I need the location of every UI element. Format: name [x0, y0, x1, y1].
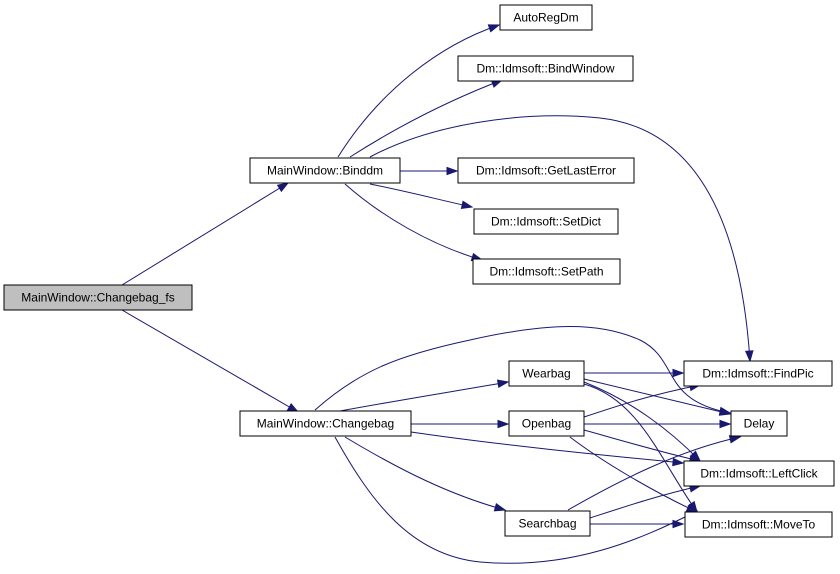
edge-wearbag-findpic: [584, 368, 685, 378]
arrowhead: [672, 519, 685, 529]
edge-binddm-getlasterror: [400, 166, 459, 176]
edge-binddm-findpic: [369, 115, 754, 363]
edge-binddm-autoregdm: [337, 24, 501, 158]
node-label: Dm::Idmsoft::BindWindow: [476, 62, 614, 76]
arrowhead: [496, 379, 510, 389]
arrowhead: [497, 419, 510, 429]
node-autoregdm[interactable]: AutoRegDm: [499, 4, 593, 31]
arrowhead: [276, 182, 290, 193]
arrowhead: [460, 200, 474, 209]
edge-changebag_fs-changebag: [121, 309, 300, 413]
node-setdict[interactable]: Dm::Idmsoft::SetDict: [473, 208, 619, 235]
node-label: Dm::Idmsoft::LeftClick: [700, 467, 818, 481]
node-searchbag[interactable]: Searchbag: [504, 510, 591, 537]
node-delay[interactable]: Delay: [730, 410, 788, 437]
node-label: Dm::Idmsoft::MoveTo: [702, 518, 816, 532]
edge-binddm-setdict: [369, 183, 474, 209]
node-label: Dm::Idmsoft::SetPath: [489, 265, 603, 279]
node-setpath[interactable]: Dm::Idmsoft::SetPath: [472, 258, 621, 285]
edge-changebag-wearbag: [339, 379, 510, 412]
arrowhead: [719, 419, 732, 429]
edge-binddm-bindwindow: [349, 79, 504, 158]
node-leftclick[interactable]: Dm::Idmsoft::LeftClick: [683, 460, 835, 487]
edge-changebag_fs-binddm: [121, 182, 290, 286]
node-label: Wearbag: [522, 367, 570, 381]
edge-wearbag-delay: [583, 378, 732, 416]
edge-changebag-openbag: [411, 419, 510, 429]
node-label: Dm::Idmsoft::SetDict: [491, 215, 602, 229]
node-bindwindow[interactable]: Dm::Idmsoft::BindWindow: [457, 55, 634, 82]
edge-binddm-setpath: [344, 183, 484, 262]
edge-changebag-leftclick: [410, 431, 685, 467]
node-label: Openbag: [522, 417, 571, 431]
arrowhead: [493, 503, 507, 512]
edge-searchbag-moveto: [590, 519, 685, 529]
node-findpic[interactable]: Dm::Idmsoft::FindPic: [683, 360, 833, 387]
node-binddm[interactable]: MainWindow::Binddm: [249, 157, 401, 184]
node-label: Delay: [744, 417, 775, 431]
edge-changebag-searchbag: [344, 436, 507, 512]
node-label: MainWindow::Changebag_fs: [21, 291, 174, 305]
node-label: Searchbag: [518, 517, 576, 531]
arrowhead: [487, 24, 501, 33]
arrowhead: [728, 435, 742, 444]
arrowhead: [672, 457, 685, 467]
edge-searchbag-leftclick: [589, 484, 702, 519]
node-openbag[interactable]: Openbag: [508, 410, 585, 437]
node-label: AutoRegDm: [513, 11, 578, 25]
arrowhead: [718, 407, 732, 416]
node-label: Dm::Idmsoft::GetLastError: [476, 164, 616, 178]
node-label: MainWindow::Binddm: [267, 164, 383, 178]
node-label: MainWindow::Changebag: [257, 417, 394, 431]
arrowhead: [685, 503, 699, 513]
node-getlasterror[interactable]: Dm::Idmsoft::GetLastError: [457, 157, 635, 184]
node-moveto[interactable]: Dm::Idmsoft::MoveTo: [684, 511, 833, 538]
edge-openbag-delay: [584, 419, 732, 429]
node-wearbag[interactable]: Wearbag: [508, 360, 585, 387]
edge-wearbag-moveto: [583, 383, 698, 514]
edge-changebag-moveto: [334, 436, 699, 564]
node-label: Dm::Idmsoft::FindPic: [702, 367, 813, 381]
edge-wearbag-leftclick: [583, 381, 702, 463]
node-changebag_fs[interactable]: MainWindow::Changebag_fs: [3, 284, 193, 311]
edge-openbag-moveto: [569, 436, 699, 513]
edge-openbag-leftclick: [583, 429, 702, 463]
arrowhead: [672, 368, 685, 378]
arrowhead: [744, 350, 754, 363]
arrowhead: [446, 166, 459, 176]
node-changebag[interactable]: MainWindow::Changebag: [239, 410, 412, 437]
